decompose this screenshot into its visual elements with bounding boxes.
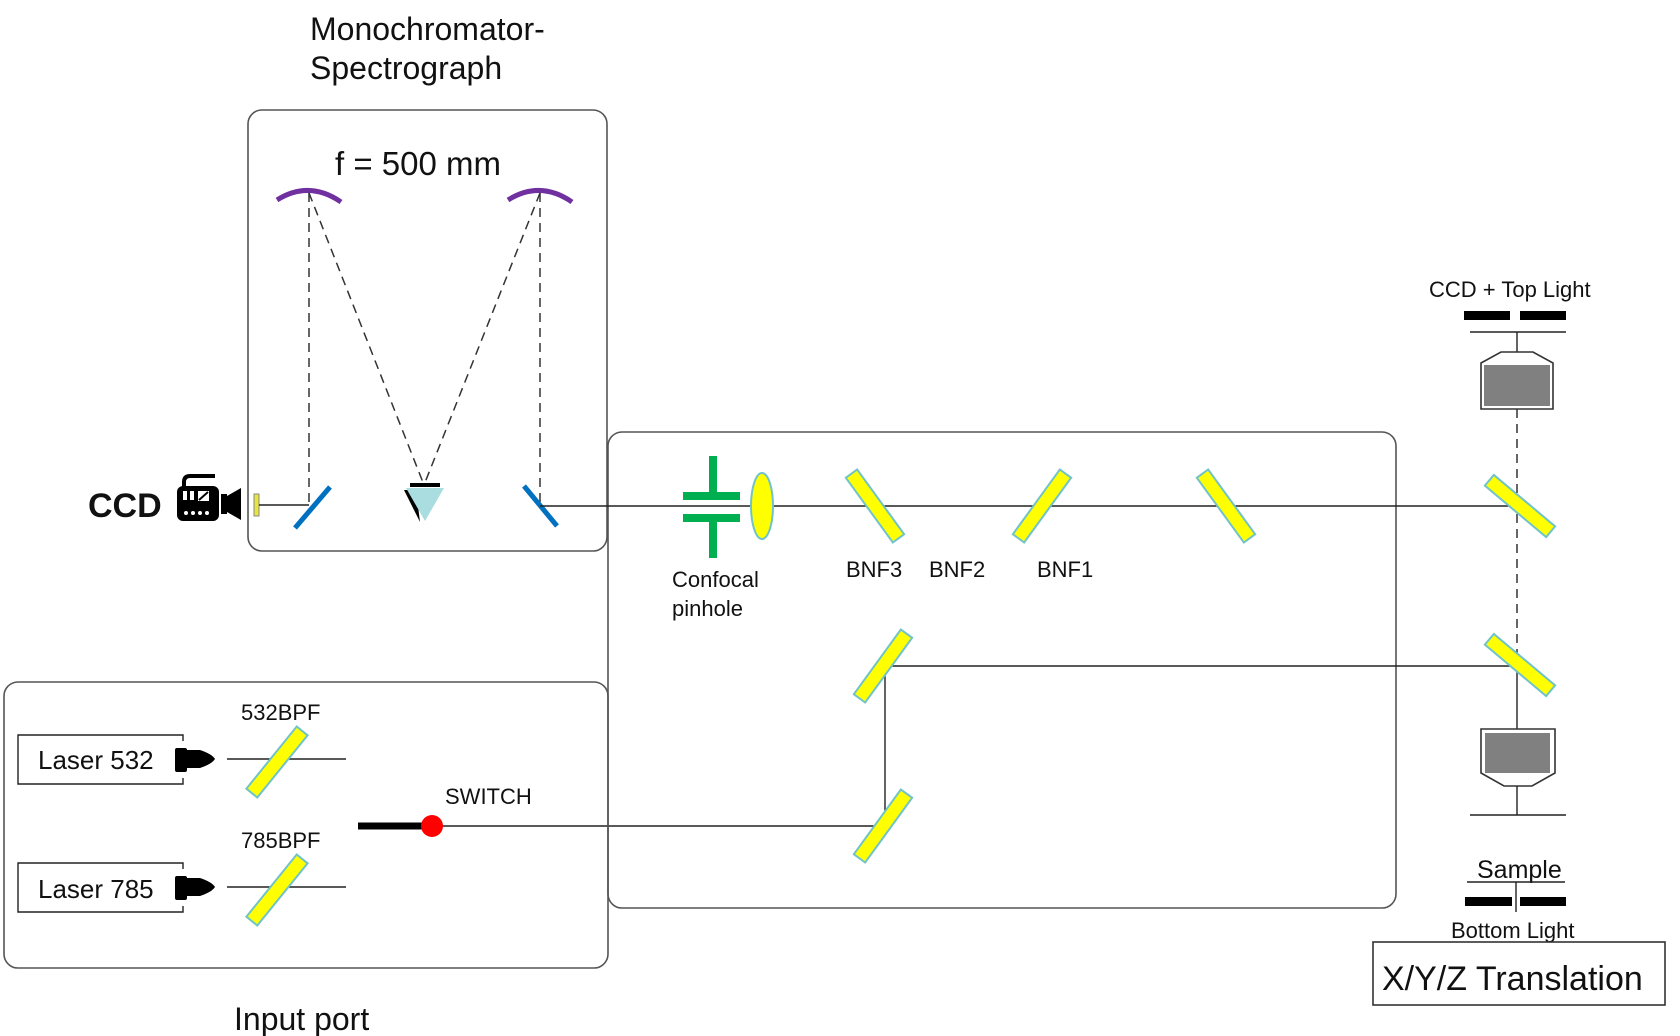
bottom-light-label: Bottom Light (1451, 918, 1575, 943)
top-light-bar-right (1520, 311, 1566, 320)
confocal-box (607, 431, 1397, 909)
focusing-mirror (506, 188, 574, 205)
input-port-box (3, 681, 609, 969)
steering-mirror-upper (852, 628, 914, 704)
fiber-connector-532-icon (175, 748, 215, 772)
laser-785-box (17, 862, 184, 913)
prism-icon (406, 488, 444, 521)
bnf3-label: BNF3 (846, 557, 902, 582)
fiber-connector-785-icon (175, 876, 215, 900)
pinhole-label-line2: pinhole (672, 596, 743, 621)
switch-pivot[interactable] (421, 815, 443, 837)
bnf1-filter (1195, 468, 1257, 544)
laser-532-label: Laser 532 (38, 745, 154, 775)
focusing-lens (750, 472, 774, 540)
xyz-stage-label: X/Y/Z Translation (1382, 960, 1643, 998)
xyz-stage-box (1372, 941, 1666, 1006)
bottom-light-bar-left (1465, 897, 1512, 906)
bottom-light-bar-right (1520, 897, 1566, 906)
title-line1: Monochromator- (310, 11, 545, 47)
spectro-beam-to-grating-left (308, 192, 425, 486)
ccd-label: CCD (88, 487, 162, 525)
spectro-beam-to-grating-right (423, 192, 541, 486)
input-port-title: Input port (234, 1001, 369, 1036)
sample-label: Sample (1477, 856, 1562, 884)
ccd-slit-filter (253, 493, 260, 517)
focal-length-label: f = 500 mm (335, 145, 501, 182)
beamsplitter-lower (1483, 632, 1557, 698)
steering-mirror-lower (852, 788, 914, 864)
camera-icon (177, 474, 241, 521)
spectrograph-box (247, 109, 608, 552)
bpf-785-label: 785BPF (241, 828, 321, 853)
bpf-532-filter (244, 725, 310, 799)
top-light-bar-left (1464, 311, 1510, 320)
fold-mirror-left (293, 485, 332, 530)
top-light-label: CCD + Top Light (1429, 277, 1591, 302)
switch-label: SWITCH (445, 784, 532, 809)
confocal-pinhole-icon (683, 456, 740, 558)
laser-785-label: Laser 785 (38, 874, 154, 904)
collimating-mirror (275, 188, 343, 205)
bnf2-filter (1011, 468, 1073, 544)
pinhole-label-line1: Confocal (672, 567, 759, 592)
bpf-785-filter (244, 853, 310, 927)
objective-lens-icon (1480, 728, 1556, 787)
beamsplitter-upper (1483, 473, 1557, 539)
laser-532-box (17, 734, 184, 785)
bnf2-label: BNF2 (929, 557, 985, 582)
bpf-532-label: 532BPF (241, 700, 321, 725)
bnf3-filter (844, 468, 906, 544)
title-line2: Spectrograph (310, 50, 502, 86)
top-ccd-camera-icon (1480, 351, 1554, 410)
bnf1-label: BNF1 (1037, 557, 1093, 582)
